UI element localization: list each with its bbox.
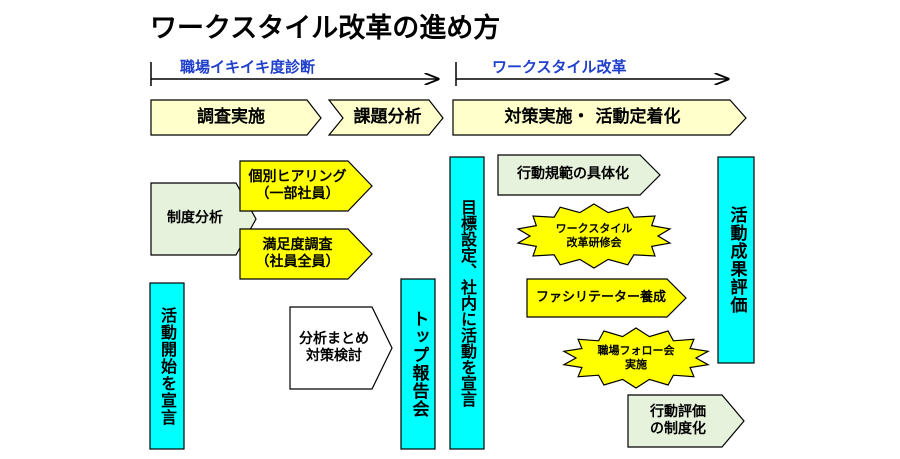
top-report-shape: [400, 278, 436, 450]
evaluation-system-shape: [627, 394, 745, 448]
page-title: ワークスタイル改革の進め方: [150, 13, 501, 44]
action-norms-shape: [497, 154, 661, 196]
activity-evaluation-shape: [717, 156, 755, 364]
activity-start-shape: [149, 282, 185, 450]
phase-label-reform: ワークスタイル改革: [492, 58, 627, 76]
phase-label-diagnosis: 職場イキイキ度診断: [180, 58, 316, 76]
step-issue-analysis-shape: [327, 99, 444, 136]
step-survey-shape: [150, 99, 322, 136]
follow-star-shape: [562, 327, 710, 389]
goal-setting-shape: [449, 156, 485, 450]
training-star-shape: [516, 203, 672, 269]
hearing-shape: [239, 160, 373, 212]
facilitator-shape: [526, 278, 687, 318]
analysis-summary-shape: [289, 306, 393, 390]
step-measures-shape: [452, 99, 747, 136]
satisfaction-shape: [239, 228, 373, 280]
